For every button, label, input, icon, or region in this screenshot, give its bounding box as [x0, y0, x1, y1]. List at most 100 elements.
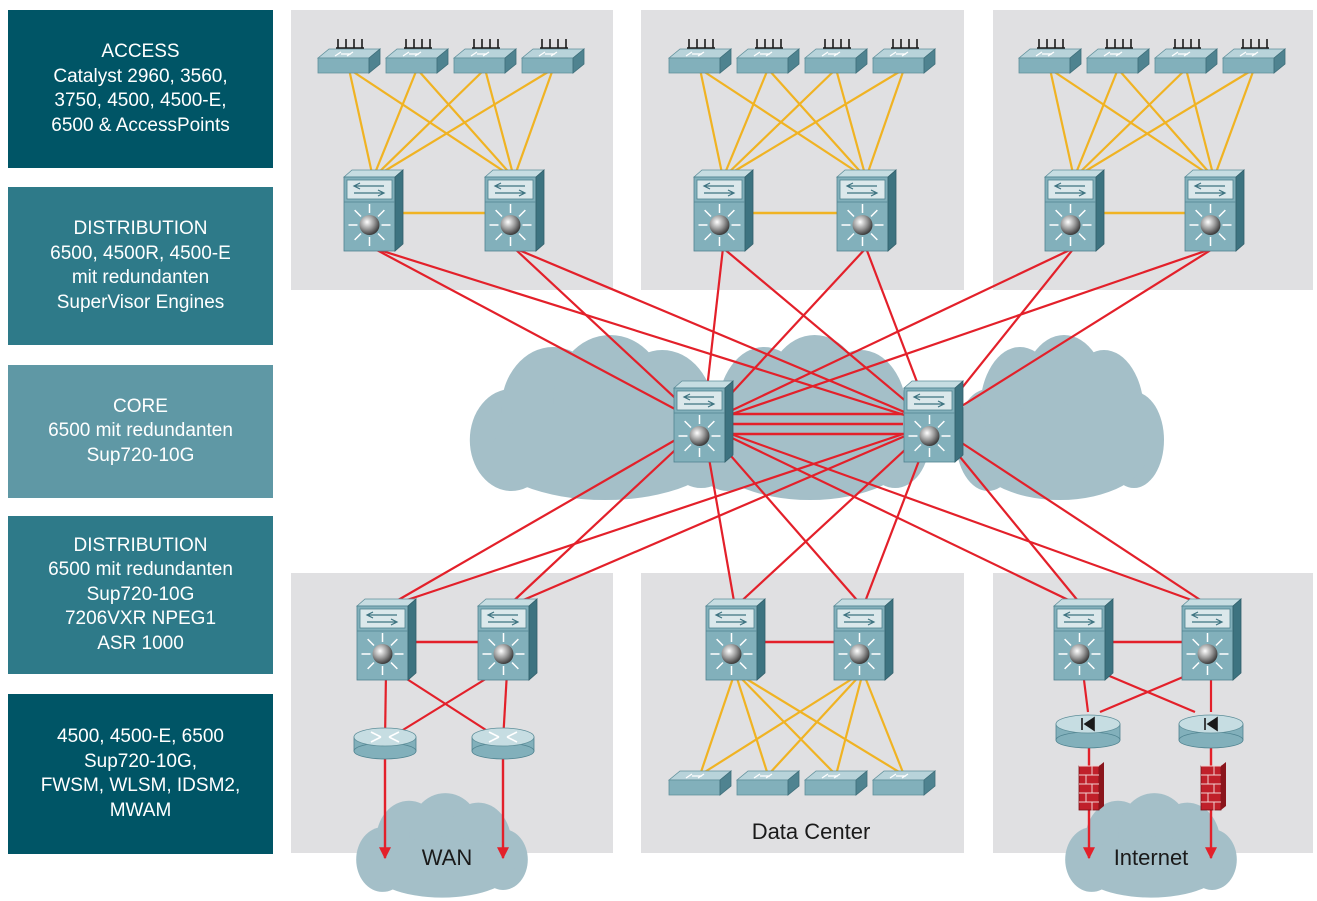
route-arrow [870, 209, 878, 218]
access-switch [1085, 39, 1151, 74]
switch-arrows [402, 51, 422, 57]
supervisor-module [346, 179, 393, 200]
appliance-base [1178, 731, 1244, 749]
switch-front [1086, 57, 1139, 74]
access-uplink [1212, 68, 1256, 179]
internet-label: Internet [1114, 845, 1189, 870]
route-arrow [377, 232, 385, 241]
switch-arrows [845, 182, 879, 197]
internet-cloud [1065, 793, 1237, 898]
route-arrow [847, 209, 855, 218]
switch-front [668, 779, 721, 796]
route-arrow [1192, 638, 1200, 647]
diagram-labels-layer: WAN Data Center Internet [422, 819, 1189, 870]
firewall-appliance [1055, 714, 1121, 749]
route-arrow [1078, 209, 1086, 218]
supervisor-module [676, 390, 723, 411]
route-arrow [511, 638, 519, 647]
switch-arrows [842, 611, 876, 626]
switch-arrows [538, 51, 558, 57]
switch-front [521, 57, 574, 74]
chassis-top [1180, 598, 1243, 607]
core-downlink [385, 423, 704, 608]
cloud-puff [1078, 836, 1224, 898]
route-arrow [704, 209, 712, 218]
label-line: ACCESS [101, 41, 180, 62]
firewall-body [1200, 765, 1222, 811]
label-line: Catalyst 2960, 3560, [53, 65, 228, 87]
dc-access-uplink [699, 671, 864, 776]
chassis-top [902, 380, 965, 389]
label-line: 4500, 4500-E, 6500 [57, 726, 224, 747]
route-arrow [488, 638, 496, 647]
switch-side [923, 770, 936, 796]
supervisor-module [359, 608, 406, 629]
route-arrow [684, 443, 692, 452]
chassis-side [535, 169, 545, 252]
label-line: ASR 1000 [97, 632, 184, 654]
supervisor-module [839, 179, 886, 200]
core-layer-label: CORE 6500 mit redundanten Sup720-10G [8, 365, 273, 498]
chassis-side [407, 598, 417, 681]
label-line: CORE [113, 395, 168, 417]
access-uplink [483, 68, 516, 179]
distribution-switch [342, 169, 405, 252]
route-arrow [870, 232, 878, 241]
routing-engine [849, 644, 870, 664]
switch-front [804, 779, 857, 796]
core-uplink [372, 246, 934, 426]
core-uplink [372, 247, 704, 425]
label-line: SuperVisor Engines [56, 291, 225, 313]
switch-arrows [493, 182, 527, 197]
datacenter-switch [735, 770, 801, 796]
switch-arrows [1171, 51, 1191, 57]
switch-arrows [821, 51, 841, 57]
dc-access-uplink [834, 671, 865, 776]
switch-front [668, 57, 721, 74]
route-arrow [1055, 209, 1063, 218]
switch-side [855, 48, 868, 74]
label-line: 3750, 4500, 4500-E, [54, 90, 227, 111]
access-uplink [1048, 68, 1076, 179]
route-arrow [390, 638, 398, 647]
route-arrow [716, 661, 724, 670]
routing-engine [689, 426, 710, 446]
supervisor-module [1184, 608, 1231, 629]
distribution-switch [476, 598, 539, 681]
core-downlink [702, 422, 1212, 609]
route-arrow [937, 443, 945, 452]
switch-arrows [889, 51, 909, 57]
switch-front [736, 57, 789, 74]
chassis-top [342, 169, 405, 178]
route-arrow [1218, 209, 1226, 218]
access-switch [520, 39, 586, 74]
route-arrow [495, 232, 503, 241]
supervisor-module [1047, 179, 1094, 200]
access-switch [1221, 39, 1287, 74]
supervisor-module [906, 390, 953, 411]
switch-side [572, 48, 585, 74]
switch-arrows [912, 393, 946, 408]
access-uplink [698, 68, 725, 179]
wan-router [471, 727, 535, 760]
access-switch [667, 39, 733, 74]
chassis-side [756, 598, 766, 681]
switch-front [804, 57, 857, 74]
core-uplink [513, 246, 934, 426]
route-arrow [847, 232, 855, 241]
route-arrow [867, 638, 875, 647]
route-arrow [1192, 661, 1200, 670]
route-arrow [367, 661, 375, 670]
switch-arrows [682, 393, 716, 408]
switch-front [317, 57, 370, 74]
chassis-side [528, 598, 538, 681]
switch-arrows [753, 773, 773, 779]
route-arrow [377, 209, 385, 218]
data-center-label: Data Center [752, 819, 871, 844]
switch-arrows [1193, 182, 1227, 197]
route-arrow [1215, 661, 1223, 670]
switch-side [787, 48, 800, 74]
route-arrow [1078, 232, 1086, 241]
chassis-top [672, 380, 735, 389]
routing-engine [500, 215, 521, 235]
